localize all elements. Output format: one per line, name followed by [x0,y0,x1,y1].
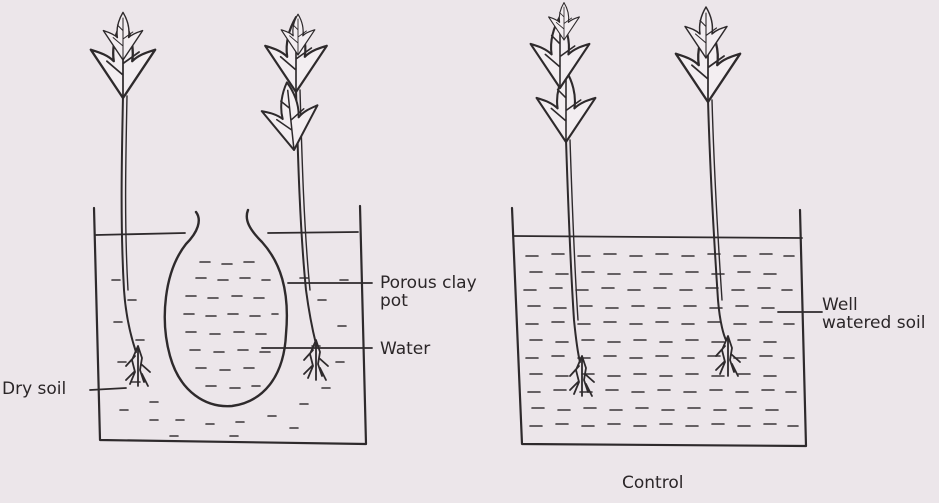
label-control: Control [622,474,683,492]
plant-control-1 [531,3,596,396]
control-setup [512,3,822,446]
left-container [94,206,366,444]
plant-left-2 [259,14,328,380]
right-soil-surface [514,236,802,238]
left-soil-surface [96,232,358,235]
dry-soil-marks [112,278,348,436]
label-well-watered-soil-text: Well watered soil [822,295,925,333]
label-dry-soil: Dry soil [2,380,66,398]
label-well-watered-soil: Well watered soil [822,296,925,332]
label-porous-clay-pot: Porous clay pot [380,274,477,310]
experiment-setup [90,12,372,444]
porous-clay-pot [165,210,287,406]
leader-dry-soil [90,388,126,390]
plant-control-2 [676,7,740,376]
label-porous-clay-pot-text: Porous clay pot [380,273,477,311]
label-water: Water [380,340,430,358]
wet-soil-marks [524,254,798,426]
plant-left-1 [91,12,155,386]
right-container [512,208,806,446]
pot-water-marks [184,262,278,388]
